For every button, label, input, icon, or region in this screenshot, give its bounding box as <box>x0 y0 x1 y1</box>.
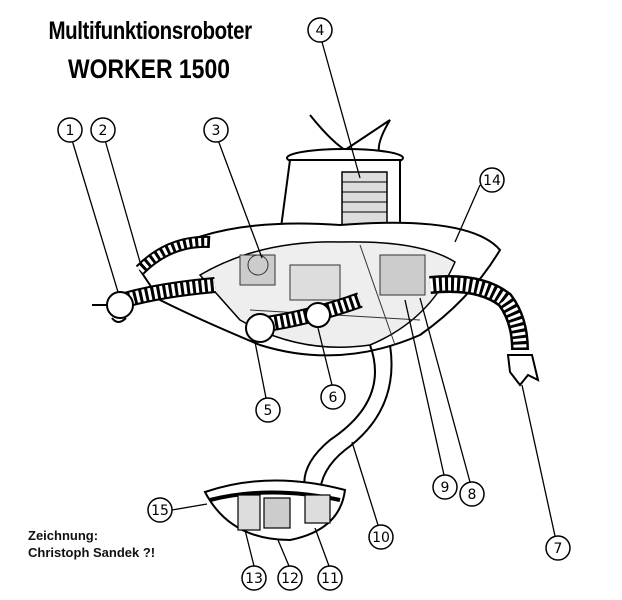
callout-number: 2 <box>99 123 108 139</box>
callout-number: 5 <box>264 403 273 419</box>
callout-5: 5 <box>255 397 281 423</box>
callout-14: 14 <box>479 167 505 193</box>
callout-number: 11 <box>321 571 339 587</box>
callout-number: 3 <box>212 123 221 139</box>
callout-number: 4 <box>316 23 325 39</box>
callout-6: 6 <box>320 384 346 410</box>
callout-number: 9 <box>441 480 450 496</box>
title-line-2: WORKER 1500 <box>68 54 230 84</box>
callout-4: 4 <box>307 17 333 43</box>
credit-author: Christoph Sandek ?! <box>28 545 156 560</box>
base-machinery <box>237 494 331 531</box>
callout-number: 7 <box>554 541 563 557</box>
callout-number: 13 <box>245 571 263 587</box>
drawing-credit: Zeichnung: Christoph Sandek ?! <box>28 527 155 561</box>
callout-number: 6 <box>329 390 338 406</box>
callout-11: 11 <box>317 565 343 591</box>
callout-number: 14 <box>483 173 501 189</box>
callout-8: 8 <box>459 481 485 507</box>
title-line-1: Multifunktionsroboter <box>48 17 252 45</box>
callout-number: 12 <box>281 571 299 587</box>
callout-number: 1 <box>66 123 75 139</box>
callout-10: 10 <box>368 524 394 550</box>
internal-machinery <box>239 244 426 346</box>
callout-2: 2 <box>90 117 116 143</box>
callout-12: 12 <box>277 565 303 591</box>
joint-6 <box>305 302 331 328</box>
left-arm-claw <box>92 304 127 323</box>
lower-arm-ball <box>245 313 275 343</box>
callout-7: 7 <box>545 535 571 561</box>
callout-13: 13 <box>241 565 267 591</box>
callout-number: 15 <box>151 503 169 519</box>
callout-1: 1 <box>57 117 83 143</box>
right-arm-gripper <box>506 354 540 387</box>
callout-15: 15 <box>147 497 173 523</box>
callout-number: 10 <box>372 530 390 546</box>
robot-tail <box>303 344 393 496</box>
leader-lines <box>71 41 556 567</box>
credit-label: Zeichnung: <box>28 528 99 543</box>
callout-3: 3 <box>203 117 229 143</box>
head-machinery-lines <box>342 181 387 213</box>
head-machinery <box>341 171 388 228</box>
callout-9: 9 <box>432 474 458 500</box>
callout-number: 8 <box>468 487 477 503</box>
